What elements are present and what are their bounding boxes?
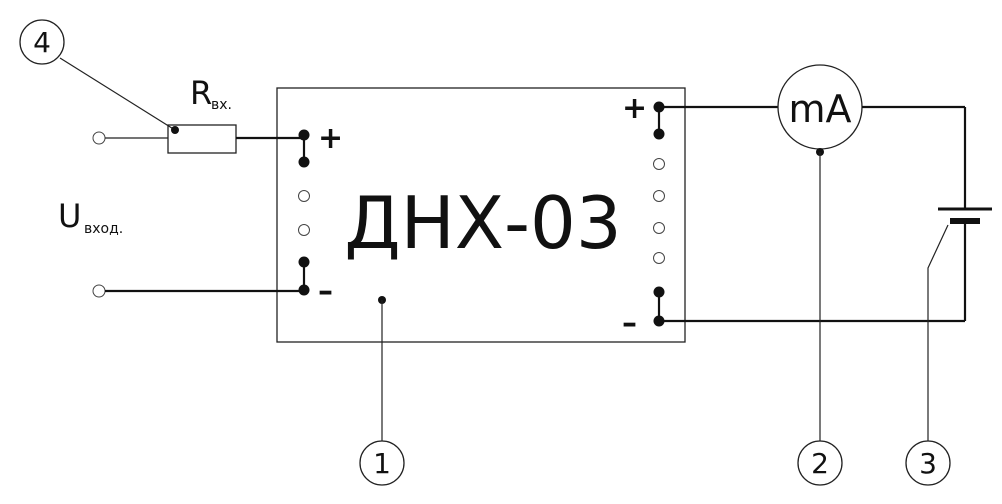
callout-2: 2 [797,440,843,486]
input-terminal-top [92,131,106,145]
right-terminal-block [653,101,665,327]
callout-4: 4 [19,19,65,65]
input-voltage-subscript: вход. [84,221,123,237]
battery-symbol [938,207,992,224]
device-box [276,87,686,343]
resistor-symbol-label: R [190,74,212,112]
milliammeter-label: mA [788,87,851,131]
callout-1: 1 [359,440,405,486]
right-minus-sign: – [622,306,637,341]
svg-text:1: 1 [373,447,391,480]
callout-3: 3 [905,440,951,486]
right-plus-sign: + [622,91,647,126]
left-minus-sign: – [318,274,333,309]
input-terminal-bottom [92,284,106,298]
svg-text:4: 4 [33,26,51,59]
resistor-subscript: вх. [211,97,232,113]
device-label: ДНХ-03 [344,181,621,265]
left-plus-sign: + [318,121,343,156]
resistor-symbol [167,124,237,154]
svg-text:2: 2 [811,447,829,480]
input-voltage-symbol: U [58,197,81,235]
svg-text:3: 3 [919,447,937,480]
